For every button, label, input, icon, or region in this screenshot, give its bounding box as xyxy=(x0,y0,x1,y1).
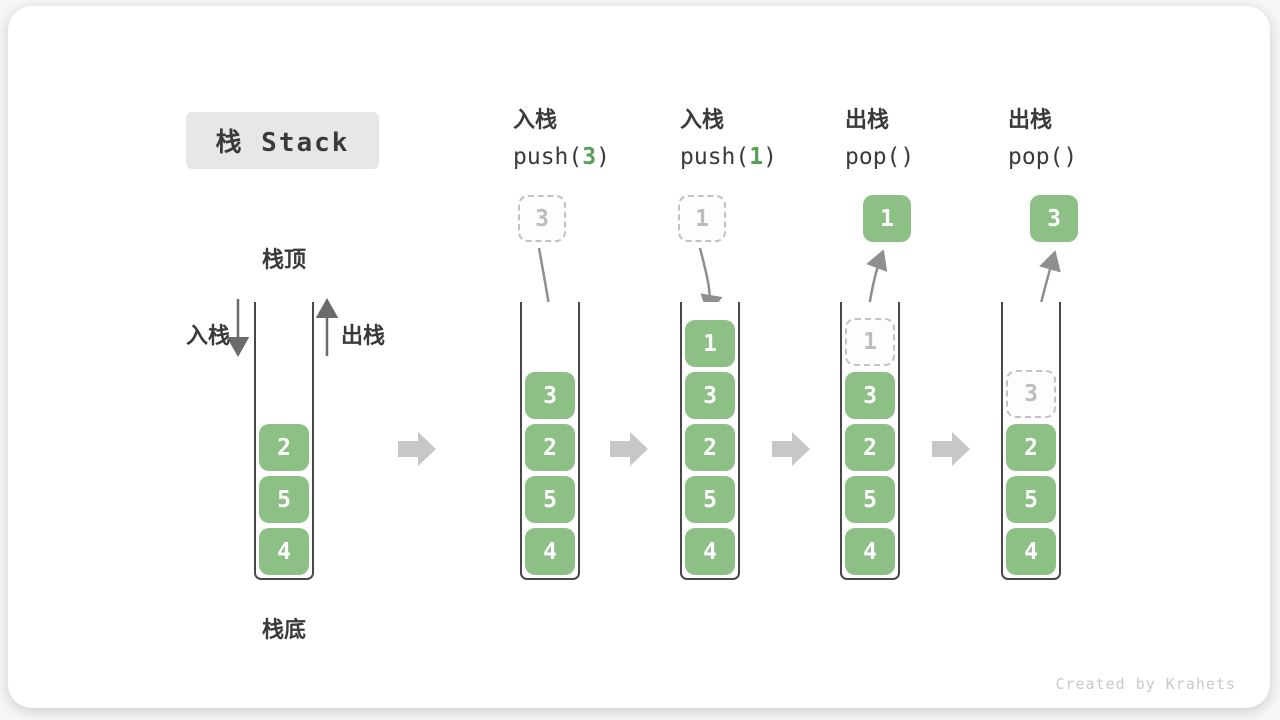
stack-element: 4 xyxy=(259,528,309,575)
stack-element: 4 xyxy=(685,528,735,575)
step-label: 入栈 xyxy=(513,108,558,133)
step-header-push1: 入栈 push(1) xyxy=(680,108,777,170)
popped-value: 3 xyxy=(1030,195,1078,242)
stack-after-pop1: 1 3 2 5 4 xyxy=(840,302,900,580)
step-label: 入栈 xyxy=(680,108,725,133)
stack-element: 4 xyxy=(1006,528,1056,575)
step-arrow-1-icon xyxy=(398,432,436,466)
step-code: push(3) xyxy=(513,144,610,170)
stack-element: 4 xyxy=(845,528,895,575)
stack-element: 1 xyxy=(685,320,735,367)
step-header-pop3: 出栈 pop() xyxy=(1008,108,1077,170)
stack-element: 3 xyxy=(525,372,575,419)
stack-element: 2 xyxy=(685,424,735,471)
stack-element: 5 xyxy=(685,476,735,523)
stack-element: 2 xyxy=(259,424,309,471)
pop-side-label: 出栈 xyxy=(341,324,386,349)
step-arrow-2-icon xyxy=(610,432,648,466)
stack-element: 4 xyxy=(525,528,575,575)
title-badge: 栈 Stack xyxy=(186,112,379,169)
pending-push-value: 1 xyxy=(678,195,726,242)
step-code: push(1) xyxy=(680,144,777,170)
code-argument: 3 xyxy=(582,144,597,170)
removed-element-ghost: 1 xyxy=(845,318,895,366)
stack-element: 2 xyxy=(525,424,575,471)
removed-element-ghost: 3 xyxy=(1006,370,1056,418)
step-arrow-4-icon xyxy=(932,432,970,466)
stack-element: 3 xyxy=(845,372,895,419)
stack-top-label: 栈顶 xyxy=(261,248,306,273)
push-side-label: 入栈 xyxy=(186,324,231,349)
code-argument: 1 xyxy=(749,144,764,170)
stack-element: 5 xyxy=(845,476,895,523)
step-code: pop() xyxy=(845,144,915,170)
stack-after-push3: 3 2 5 4 xyxy=(520,302,580,580)
stack-after-push1: 1 3 2 5 4 xyxy=(680,302,740,580)
stack-element: 5 xyxy=(1006,476,1056,523)
step-header-push3: 入栈 push(3) xyxy=(513,108,610,170)
step-arrow-3-icon xyxy=(772,432,810,466)
stack-element: 5 xyxy=(259,476,309,523)
stack-element: 2 xyxy=(1006,424,1056,471)
stack-element: 2 xyxy=(845,424,895,471)
stack-after-pop3: 3 2 5 4 xyxy=(1001,302,1061,580)
stack-bottom-label: 栈底 xyxy=(261,618,306,643)
stack-element: 3 xyxy=(685,372,735,419)
step-label: 出栈 xyxy=(1008,108,1053,133)
step-header-pop1: 出栈 pop() xyxy=(845,108,914,170)
step-label: 出栈 xyxy=(845,108,890,133)
pending-push-value: 3 xyxy=(518,195,566,242)
push1-curve-arrow-icon xyxy=(698,247,723,315)
step-code: pop() xyxy=(1008,144,1078,170)
watermark: Created by Krahets xyxy=(1055,675,1236,693)
page-title: 栈 Stack xyxy=(215,128,350,158)
stack-element: 5 xyxy=(525,476,575,523)
stack-initial: 2 5 4 xyxy=(254,302,314,580)
popped-value: 1 xyxy=(863,195,911,242)
